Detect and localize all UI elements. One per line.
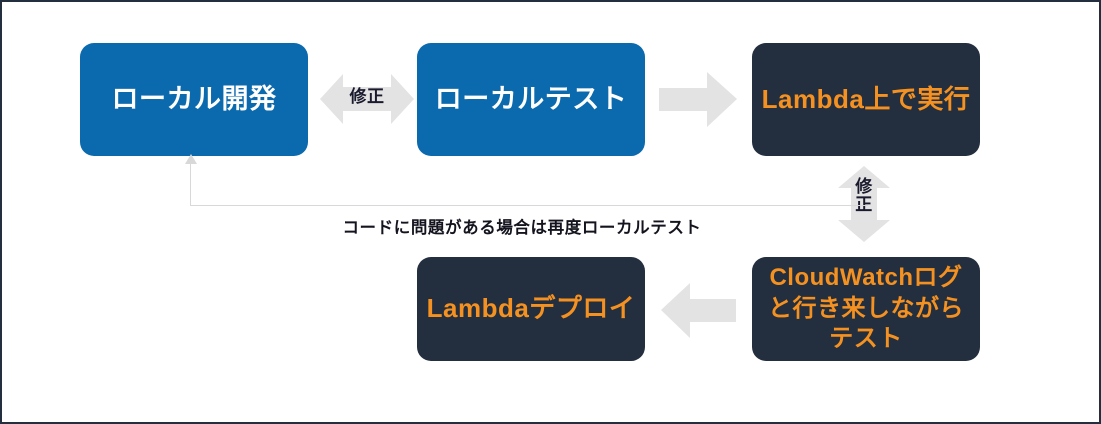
node-local-test: ローカルテスト	[417, 43, 645, 156]
cloudwatch-label-line-1: CloudWatchログ	[769, 263, 963, 291]
node-local-development-label: ローカル開発	[111, 84, 277, 115]
right-arrow-test-to-lambda-icon	[659, 72, 737, 127]
double-arrow-fix-horizontal-icon	[320, 74, 414, 124]
node-local-development: ローカル開発	[80, 43, 308, 156]
cloudwatch-label-line-2: と行き来しながら	[768, 294, 964, 322]
feedback-loop-line	[190, 205, 868, 206]
node-lambda-deploy: Lambdaデプロイ	[417, 257, 645, 361]
feedback-loop-arrowhead-icon	[185, 154, 197, 164]
node-run-on-lambda-label: Lambda上で実行	[761, 83, 971, 114]
node-run-on-lambda: Lambda上で実行	[752, 43, 980, 156]
node-cloudwatch-log-test-label: CloudWatchログ と行き来しながら テスト	[768, 263, 964, 355]
cloudwatch-label-line-3: テスト	[829, 325, 903, 353]
feedback-loop-caption: コードに問題がある場合は再度ローカルテスト	[342, 219, 702, 237]
feedback-loop-riser	[190, 162, 191, 206]
node-lambda-deploy-label: Lambdaデプロイ	[426, 293, 636, 324]
node-local-test-label: ローカルテスト	[434, 84, 628, 115]
left-arrow-cloudwatch-to-deploy-icon	[661, 283, 736, 338]
double-arrow-fix-vertical-icon	[838, 166, 890, 242]
node-cloudwatch-log-test: CloudWatchログ と行き来しながら テスト	[752, 257, 980, 361]
